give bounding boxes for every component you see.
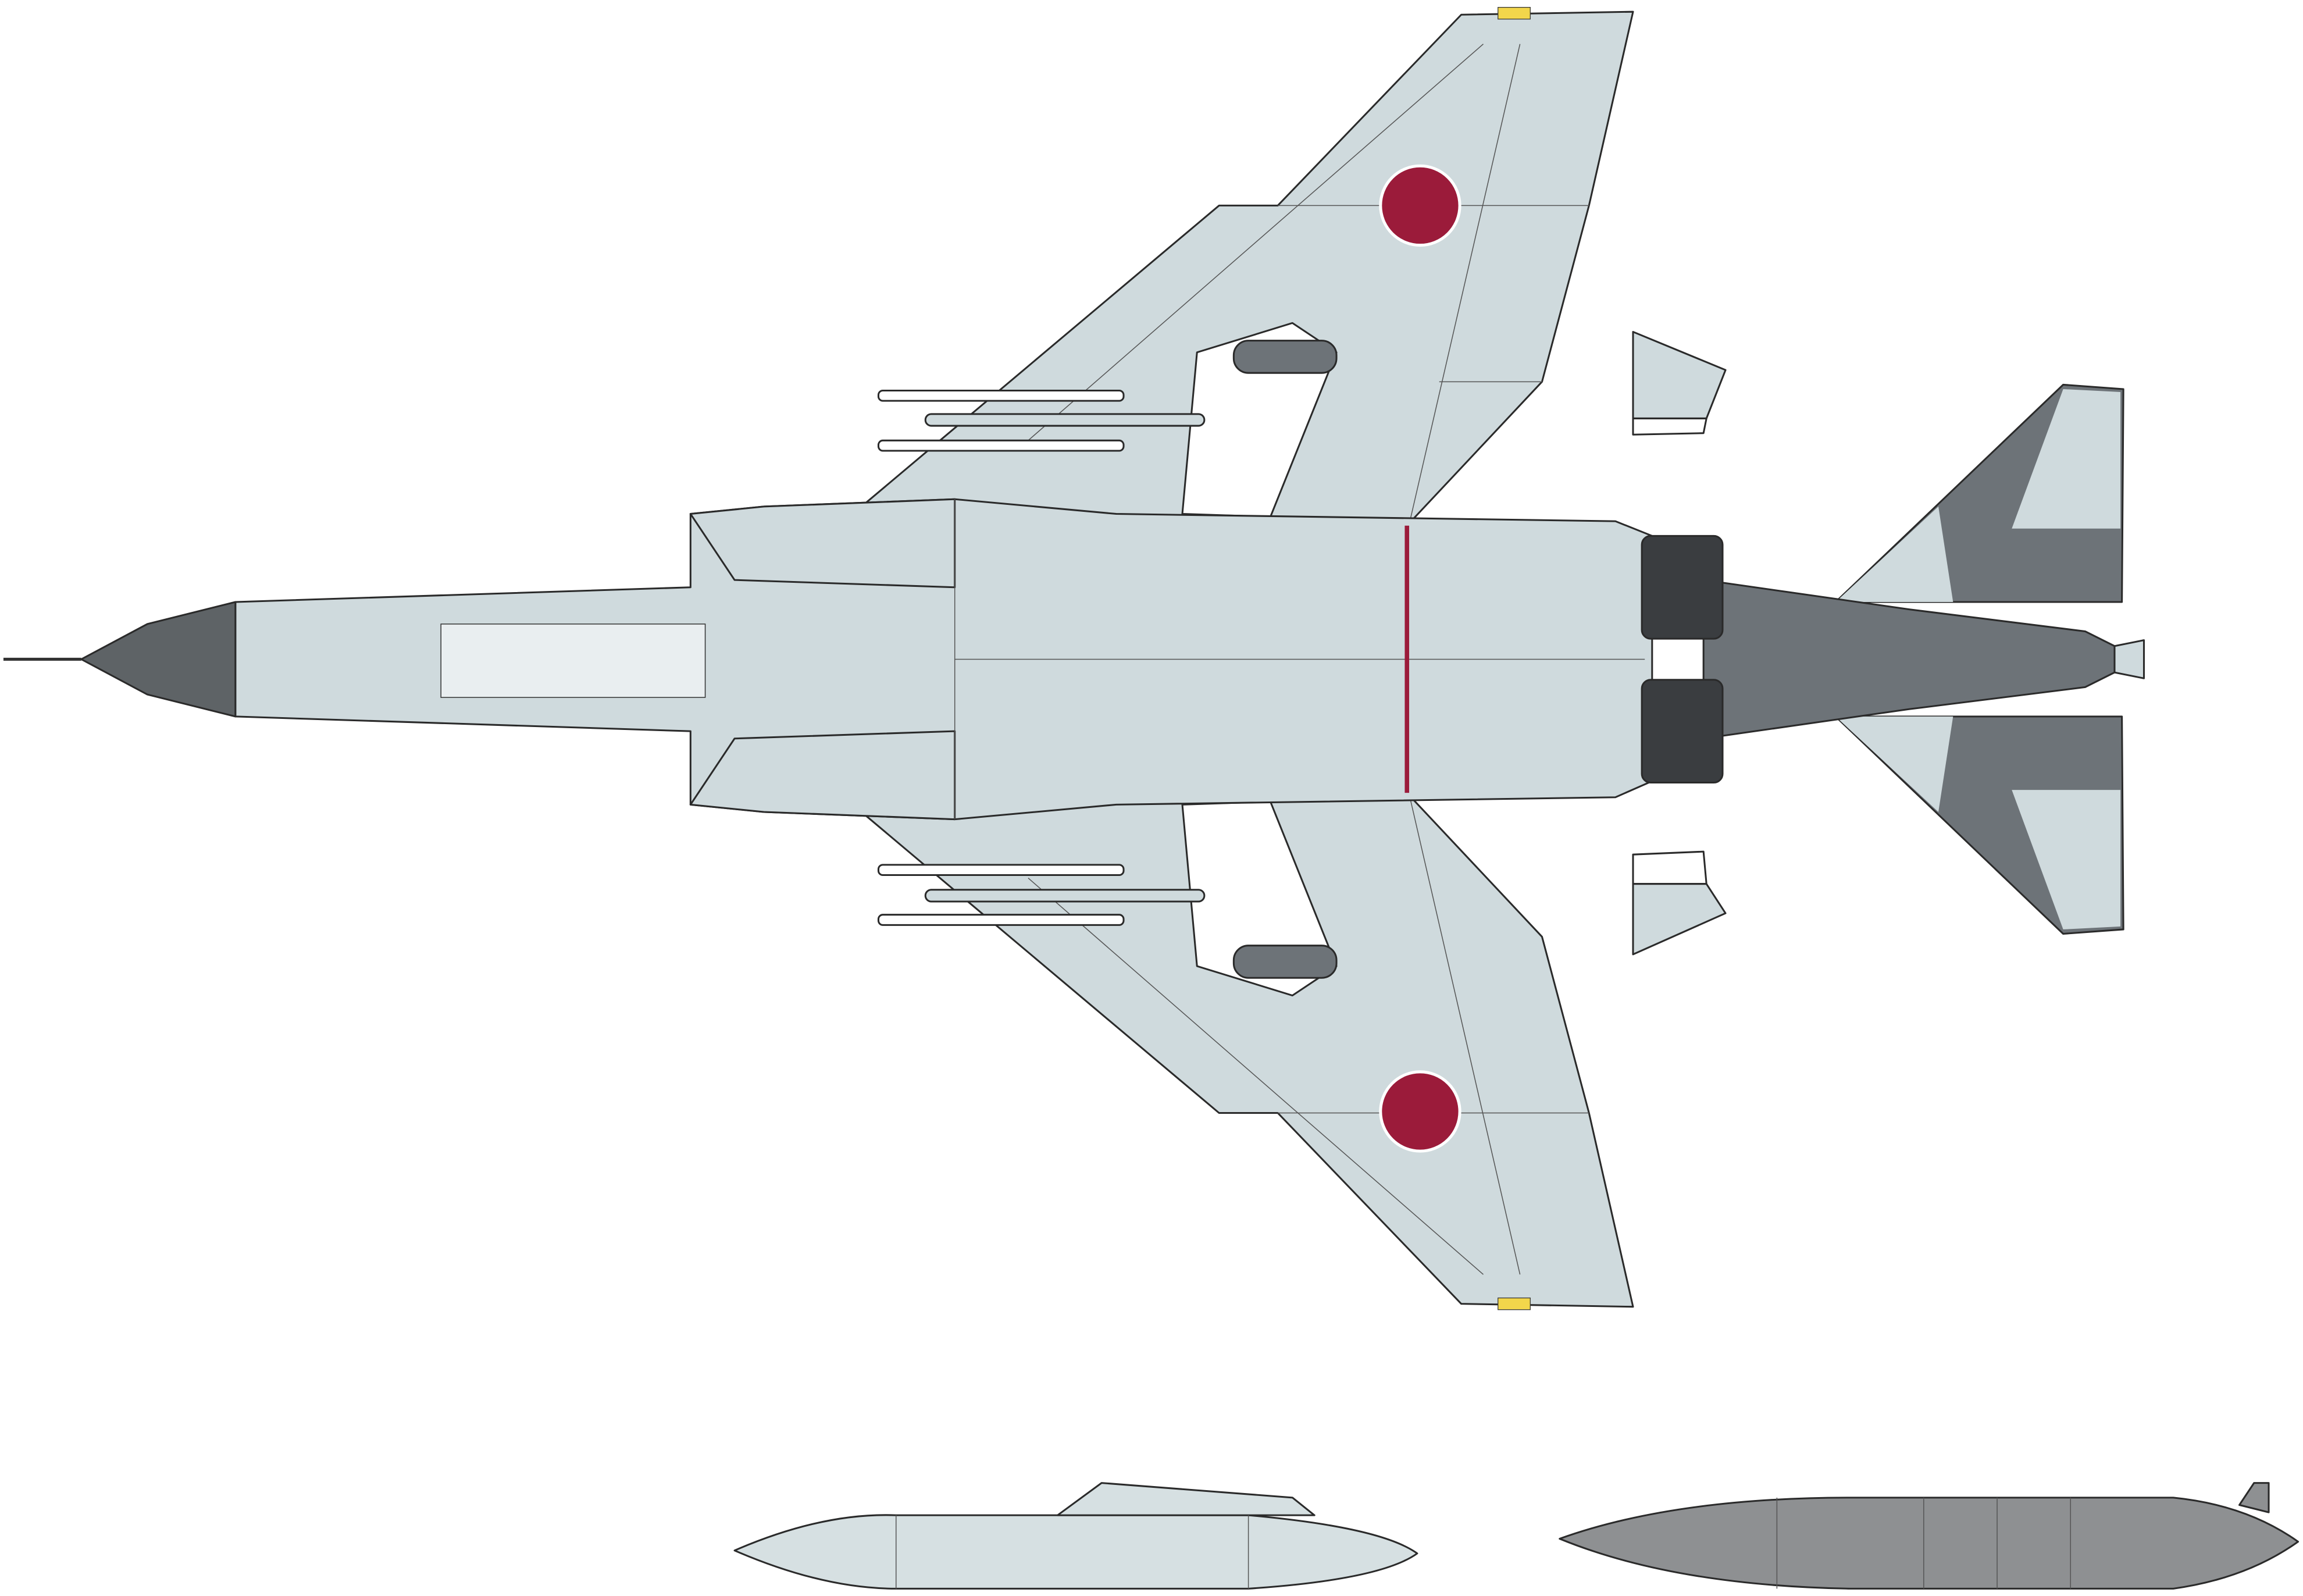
fin-fragment-lower	[1632, 850, 1727, 956]
tail-boom	[1702, 579, 2145, 740]
engine-nozzles	[1641, 535, 1724, 784]
drop-tank-light	[733, 1482, 1418, 1590]
wingtip-light-lower	[1498, 1297, 1531, 1310]
main-gear-lower	[1181, 800, 1338, 997]
roundel-upper	[1379, 164, 1461, 247]
main-gear-upper	[1181, 322, 1338, 518]
drop-tank-dark	[1559, 1482, 2300, 1590]
fuselage	[234, 498, 1653, 821]
fin-fragment-upper	[1632, 330, 1727, 436]
roundel-lower	[1379, 1070, 1461, 1153]
missiles-upper	[877, 389, 1206, 452]
stabilator-upper	[1834, 383, 2124, 603]
missiles-lower	[877, 864, 1206, 926]
wingtip-light-upper	[1498, 6, 1531, 20]
nose-radome	[3, 601, 237, 718]
stabilator-lower	[1834, 715, 2124, 935]
